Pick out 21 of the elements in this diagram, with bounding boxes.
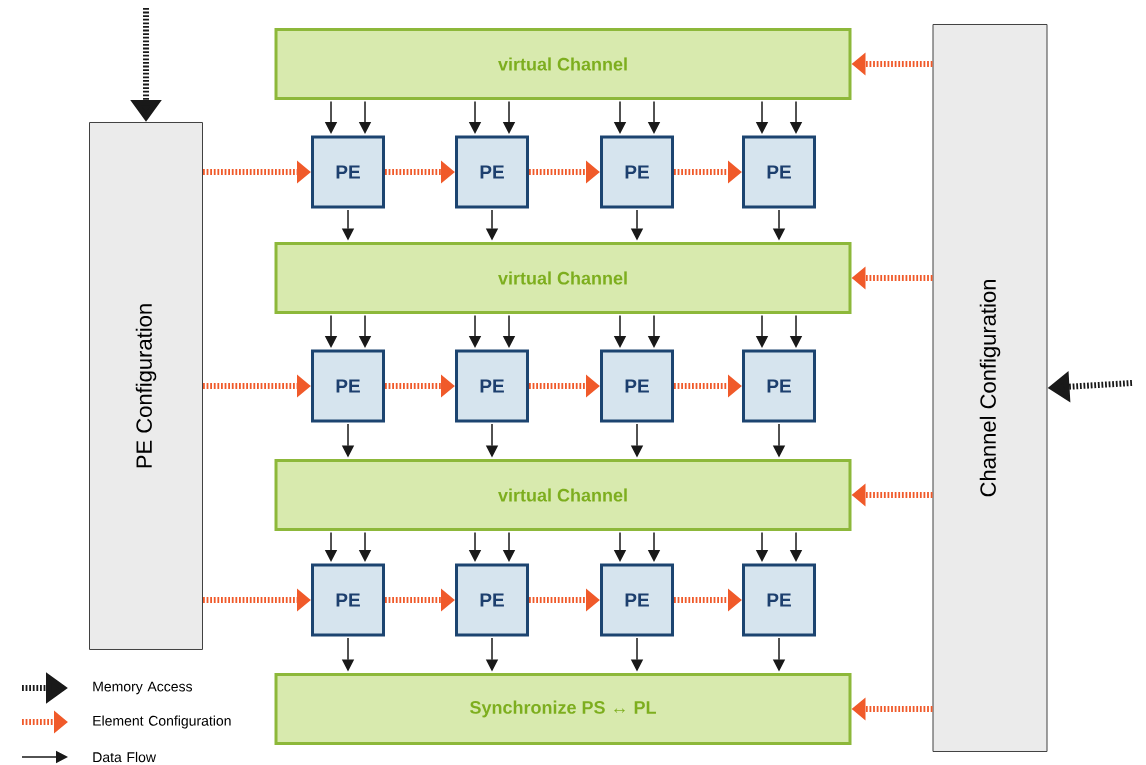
legend-label: Memory Access [93,681,193,695]
processing-element-box: PE [311,563,385,637]
legend-label: Element Configuration [93,715,231,729]
processing-element-box: PE [311,349,385,423]
channel-bar: virtual Channel [274,459,852,531]
processing-element-box: PE [455,135,529,209]
legend-label: Data Flow [93,751,157,763]
channel-bar: virtual Channel [274,28,852,100]
processing-element-box: PE [742,135,816,209]
processing-element-box: PE [742,563,816,637]
processing-element-box: PE [455,349,529,423]
configuration-panel: PE Configuration [89,122,203,650]
processing-element-box: PE [600,135,674,209]
configuration-panel: Channel Configuration [932,24,1048,752]
processing-element-box: PE [742,349,816,423]
channel-bar: virtual Channel [274,242,852,314]
channel-bar: Synchronize PS ↔ PL [274,673,852,745]
processing-element-box: PE [311,135,385,209]
processing-element-box: PE [600,563,674,637]
processing-element-box: PE [455,563,529,637]
processing-element-box: PE [600,349,674,423]
